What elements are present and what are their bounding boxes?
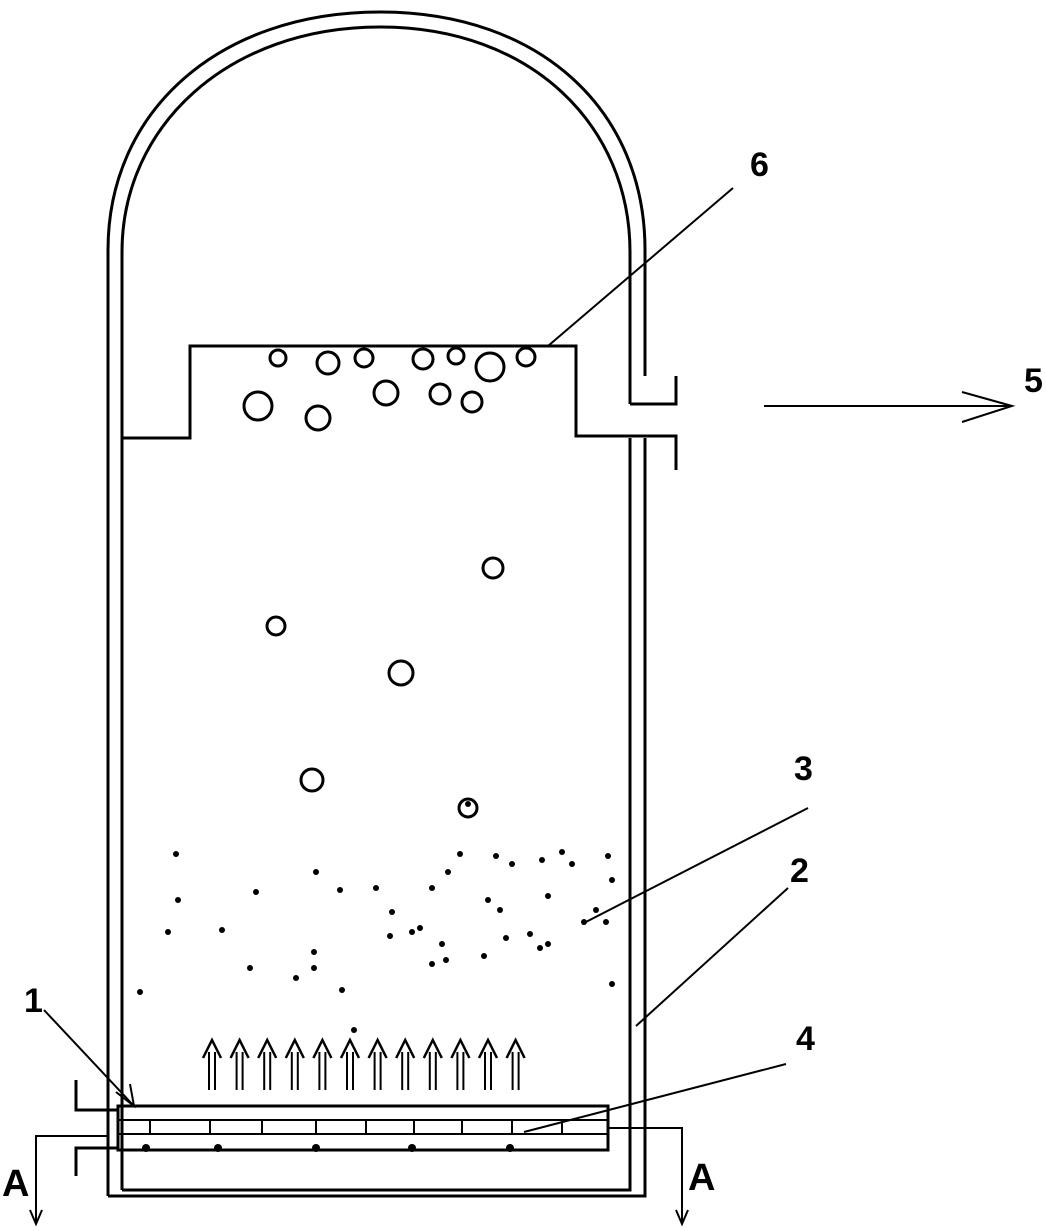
outlet-pipe xyxy=(630,376,678,470)
particle-dot xyxy=(253,889,259,895)
upflow-arrow xyxy=(257,1037,278,1090)
upflow-arrow xyxy=(367,1037,388,1090)
particle-dot xyxy=(439,941,445,947)
label-ref-2: 2 xyxy=(790,852,809,890)
particle-dot xyxy=(497,907,503,913)
upflow-arrow xyxy=(229,1037,250,1090)
label-section-left: A xyxy=(2,1163,29,1205)
particle-dot xyxy=(509,861,515,867)
particle-dot xyxy=(609,877,615,883)
particle-dot xyxy=(373,885,379,891)
particle-dot xyxy=(545,893,551,899)
particle-dot xyxy=(445,869,451,875)
particle-dot xyxy=(559,849,565,855)
particle-dot xyxy=(569,861,575,867)
upflow-arrow xyxy=(505,1037,526,1090)
particle-dot xyxy=(481,953,487,959)
vessel-wall xyxy=(106,10,647,1198)
label-ref-6: 6 xyxy=(750,146,769,184)
label-ref-1: 1 xyxy=(24,982,43,1020)
particle-dot xyxy=(409,929,415,935)
upflow-arrow xyxy=(312,1037,333,1090)
particle-dot xyxy=(417,925,423,931)
particle-dot xyxy=(493,853,499,859)
particle-dot xyxy=(609,981,615,987)
outflow-arrow xyxy=(764,391,1016,423)
upflow-arrow xyxy=(450,1037,471,1090)
particle-dot xyxy=(545,941,551,947)
upflow-arrow xyxy=(395,1037,416,1090)
label-section-right: A xyxy=(688,1157,715,1199)
particle-dot xyxy=(537,945,543,951)
hood-bubbles xyxy=(242,346,537,432)
particle-dot xyxy=(457,851,463,857)
label-ref-3: 3 xyxy=(794,750,813,788)
upflow-arrow xyxy=(422,1037,443,1090)
upflow-arrow xyxy=(284,1037,305,1090)
particle-cloud xyxy=(137,849,615,1033)
upflow-arrow xyxy=(201,1037,223,1090)
gas-collection-hood xyxy=(122,344,630,440)
particle-dot xyxy=(165,929,171,935)
upflow-arrows xyxy=(201,1037,526,1090)
particle-dot xyxy=(313,869,319,875)
upflow-arrow xyxy=(339,1037,361,1090)
inlet-pipe xyxy=(74,1080,118,1176)
particle-dot xyxy=(603,919,609,925)
particle-dot xyxy=(311,949,317,955)
particle-dot xyxy=(339,987,345,993)
particle-dot xyxy=(593,907,599,913)
label-ref-4: 4 xyxy=(796,1020,815,1058)
particle-dot xyxy=(389,909,395,915)
particle-dot xyxy=(173,851,179,857)
particle-dot xyxy=(539,857,545,863)
particle-dot xyxy=(387,933,393,939)
particle-dot xyxy=(293,975,299,981)
particle-dot xyxy=(351,1027,357,1033)
particle-dot xyxy=(443,957,449,963)
particle-dot xyxy=(311,965,317,971)
particle-dot xyxy=(337,887,343,893)
particle-dot xyxy=(175,897,181,903)
upflow-arrow xyxy=(477,1037,499,1090)
particle-dot xyxy=(429,885,435,891)
particle-dot xyxy=(503,935,509,941)
particle-dot xyxy=(485,897,491,903)
leader-lines xyxy=(43,187,809,1133)
section-line-aa xyxy=(29,1127,689,1227)
particle-dot xyxy=(137,989,143,995)
label-ref-5: 5 xyxy=(1024,362,1043,400)
particle-dot xyxy=(605,853,611,859)
particle-dot xyxy=(527,931,533,937)
particle-dot xyxy=(429,961,435,967)
rising-bubbles xyxy=(265,556,505,819)
particle-dot xyxy=(247,965,253,971)
particle-dot xyxy=(219,927,225,933)
